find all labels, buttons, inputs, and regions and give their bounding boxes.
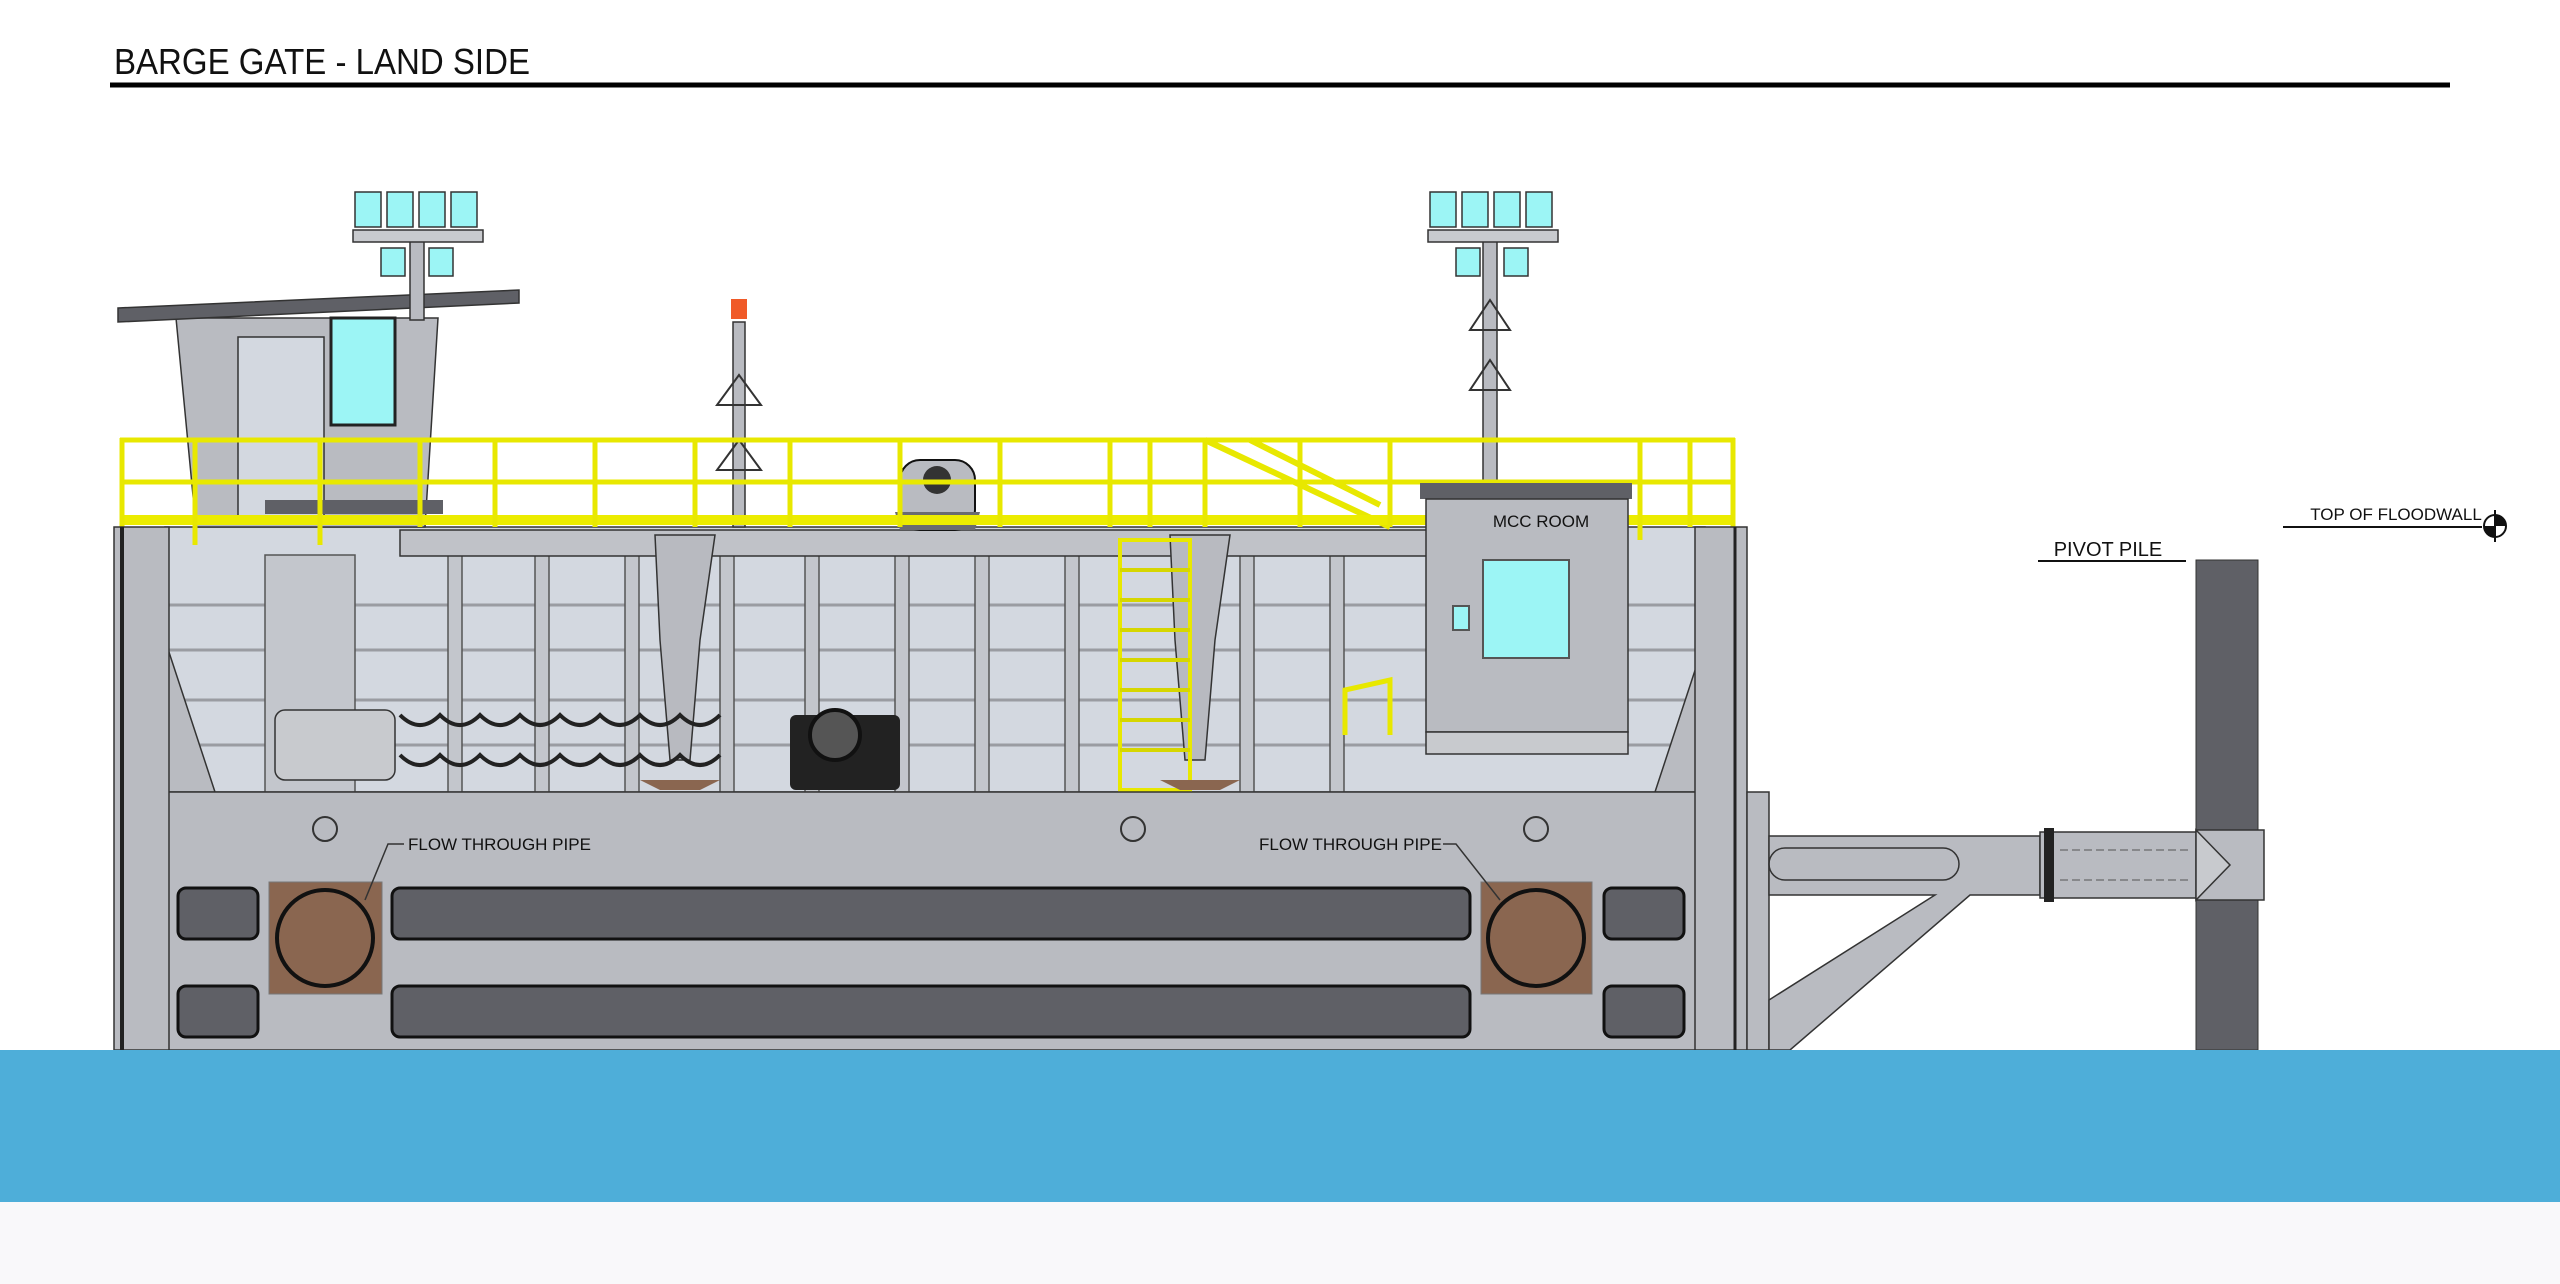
- bottom-margin: [0, 1202, 2560, 1284]
- pivot-pile: PIVOT PILE: [2038, 539, 2265, 1051]
- light-tower-right: [1427, 191, 1559, 531]
- top-of-floodwall-marker: TOP OF FLOODWALL: [2283, 505, 2507, 542]
- top-of-floodwall-label: TOP OF FLOODWALL: [2310, 505, 2482, 524]
- ballast-pipes: [176, 886, 1686, 1039]
- deck-machinery: [274, 708, 1240, 790]
- beacon-light: [731, 299, 747, 319]
- flow-through-pipe-label-left: FLOW THROUGH PIPE: [408, 835, 591, 854]
- mcc-room-label: MCC ROOM: [1493, 512, 1589, 531]
- elevation-target-icon: [2483, 510, 2507, 542]
- signal-mast: [715, 299, 980, 531]
- flow-through-pipe-label-right: FLOW THROUGH PIPE: [1259, 835, 1442, 854]
- light-tower-left: [352, 191, 484, 321]
- water: [0, 1050, 2560, 1202]
- flow-through-pipes: FLOW THROUGH PIPE FLOW THROUGH PIPE: [268, 835, 1593, 995]
- drawing-title: BARGE GATE - LAND SIDE: [114, 41, 530, 82]
- pivot-arm: [1768, 828, 2201, 1051]
- mcc-room-window: [1482, 559, 1570, 659]
- pivot-pile-label: PIVOT PILE: [2054, 539, 2163, 561]
- pilot-house-window: [329, 316, 397, 427]
- mcc-room: MCC ROOM: [1420, 483, 1632, 755]
